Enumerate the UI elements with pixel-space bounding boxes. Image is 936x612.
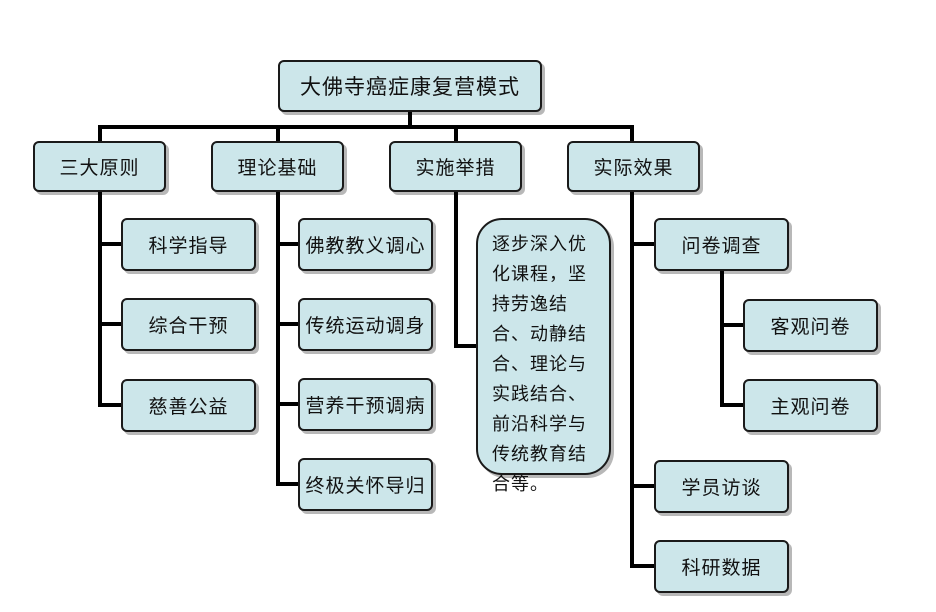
leaf-node: 主观问卷 [743,379,878,432]
leaf-node: 传统运动调身 [298,298,433,351]
leaf-node-label: 佛教教义调心 [305,235,426,257]
leaf-node: 客观问卷 [743,299,878,352]
category-node-theory: 理论基础 [211,141,344,192]
leaf-node: 综合干预 [121,298,256,351]
category-node-measures: 实施举措 [389,141,522,192]
description-node: 逐步深入优化课程，坚持劳逸结合、动静结合、理论与实践结合、前沿科学与传统教育结合… [476,218,611,495]
leaf-node: 慈善公益 [121,379,256,432]
leaf-node: 问卷调查 [654,218,789,271]
leaf-node-label: 营养干预调病 [305,395,426,417]
category-node-label: 实施举措 [415,157,496,179]
category-node-principles: 三大原则 [33,141,166,192]
leaf-node-label: 综合干预 [148,315,229,337]
leaf-node-label: 终极关怀导归 [305,475,426,497]
root-node: 大佛寺癌症康复营模式 [278,60,542,112]
leaf-node-label: 传统运动调身 [305,315,426,337]
leaf-node: 学员访谈 [654,460,789,513]
leaf-node-label: 客观问卷 [770,316,851,338]
description-text: 逐步深入优化课程，坚持劳逸结合、动静结合、理论与实践结合、前沿科学与传统教育结合… [492,234,587,495]
leaf-node: 科学指导 [121,218,256,271]
category-node-label: 三大原则 [59,157,140,179]
leaf-node-label: 科学指导 [148,235,229,257]
leaf-node: 终极关怀导归 [298,458,433,511]
leaf-node-label: 问卷调查 [681,235,762,257]
leaf-node: 科研数据 [654,540,789,593]
category-node-effects: 实际效果 [567,141,700,192]
leaf-node-label: 慈善公益 [148,396,229,418]
category-node-label: 理论基础 [237,157,318,179]
leaf-node: 佛教教义调心 [298,218,433,271]
root-node-label: 大佛寺癌症康复营模式 [300,75,520,99]
leaf-node-label: 主观问卷 [770,396,851,418]
leaf-node-label: 学员访谈 [681,477,762,499]
leaf-node-label: 科研数据 [681,557,762,579]
category-node-label: 实际效果 [593,157,674,179]
leaf-node: 营养干预调病 [298,378,433,431]
